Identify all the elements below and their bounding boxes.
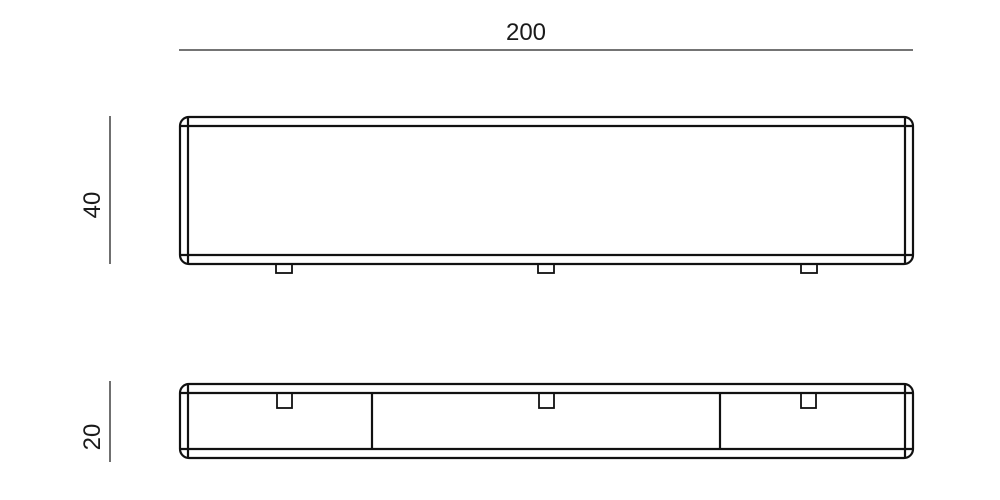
depth-dimension: 20 [79,381,111,462]
front-outer-frame [178,115,915,266]
width-label: 200 [506,19,546,46]
depth-label: 20 [79,424,106,451]
width-dimension: 200 [179,19,913,51]
height-dimension: 40 [79,116,111,264]
front-view [178,115,915,274]
foot-right [800,263,818,274]
top-outer-frame [178,382,915,460]
foot-left [275,263,293,274]
bracket-center [538,392,555,409]
top-view [178,382,915,460]
height-label: 40 [79,192,106,219]
foot-center [537,263,555,274]
bracket-left [276,392,293,409]
bracket-right [800,392,817,409]
